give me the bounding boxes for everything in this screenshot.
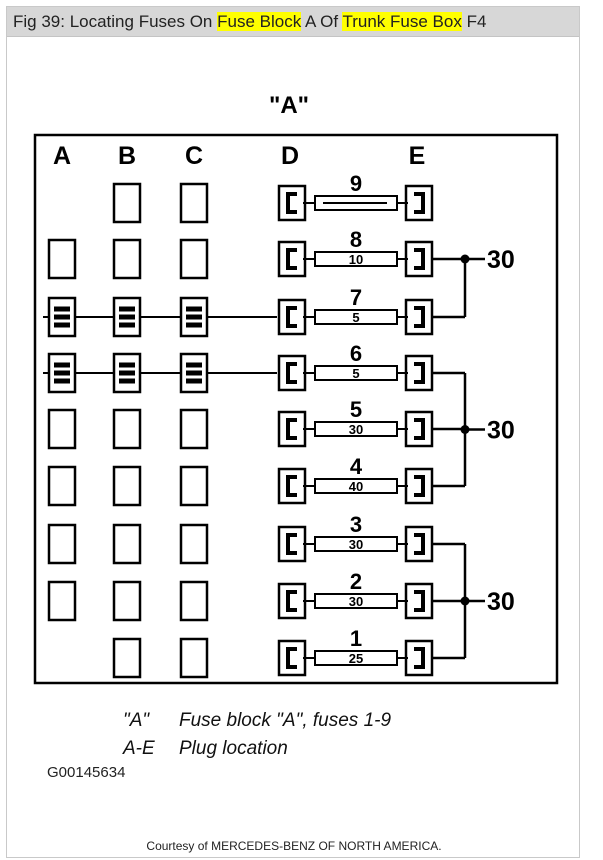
plug-socket-c — [179, 182, 209, 224]
legend: "A" Fuse block "A", fuses 1-9 A-E Plug loc… — [123, 707, 391, 763]
plug-socket-a — [47, 296, 77, 338]
fuse-4: 404 — [277, 454, 434, 505]
column-label-c: C — [185, 142, 203, 170]
fuse-number: 4 — [350, 454, 363, 479]
plug-socket-a — [47, 238, 77, 280]
fuse-rating: 5 — [352, 366, 359, 381]
column-label-b: B — [118, 142, 136, 170]
figure-frame: Fig 39: Locating Fuses On Fuse Block A O… — [6, 6, 580, 858]
fuse-number: 9 — [350, 171, 362, 196]
plug-socket-b — [112, 637, 142, 679]
fuse-2: 302 — [277, 569, 434, 620]
plug-socket-b — [112, 182, 142, 224]
title-middle: A Of — [301, 12, 343, 31]
title-highlight-trunk-fuse-box: Trunk Fuse Box — [342, 12, 462, 31]
plug-socket-a — [47, 523, 77, 565]
plug-socket-b — [112, 352, 142, 394]
fuse-rating: 5 — [352, 310, 359, 325]
plug-socket-c — [179, 580, 209, 622]
plug-socket-c — [179, 352, 209, 394]
fuse-8: 108 — [277, 227, 434, 278]
title-prefix: Fig 39: Locating Fuses On — [13, 12, 218, 31]
fuse-rating: 10 — [349, 252, 363, 267]
column-label-d: D — [281, 142, 299, 170]
fuse-number: 7 — [350, 285, 362, 310]
legend-text: Plug location — [179, 738, 288, 759]
plug-socket-a — [47, 408, 77, 450]
fuse-7: 57 — [277, 285, 434, 336]
legend-key: "A" — [123, 710, 150, 731]
fuse-block-outline — [33, 133, 559, 685]
fuse-3: 303 — [277, 512, 434, 563]
plug-socket-b — [112, 523, 142, 565]
fuse-number: 6 — [350, 341, 362, 366]
plug-socket-a — [47, 465, 77, 507]
column-labels: A B C D E — [53, 142, 425, 170]
legend-row-plug: A-E Plug location — [123, 735, 391, 763]
figure-title: Fig 39: Locating Fuses On Fuse Block A O… — [7, 7, 579, 37]
fuse-number: 2 — [350, 569, 362, 594]
terminal-labels: 30 30 30 — [487, 246, 515, 616]
figure-id: G00145634 — [47, 764, 126, 781]
fuse-rating: 30 — [349, 422, 363, 437]
plug-socket-b — [112, 296, 142, 338]
fuse-number: 3 — [350, 512, 362, 537]
plug-socket-c — [179, 637, 209, 679]
fuse-rating: 30 — [349, 594, 363, 609]
plug-socket-c — [179, 408, 209, 450]
fuse-5: 305 — [277, 397, 434, 448]
plug-socket-b — [112, 238, 142, 280]
plug-socket-b — [112, 408, 142, 450]
fuse-rating: 30 — [349, 537, 363, 552]
fuse-rating: 40 — [349, 479, 363, 494]
plug-socket-c — [179, 523, 209, 565]
plug-socket-a — [47, 580, 77, 622]
fuse-number: 5 — [350, 397, 362, 422]
fuse-1: 251 — [277, 626, 434, 677]
plug-socket-c — [179, 238, 209, 280]
busbar-1 — [432, 254, 485, 319]
fuse-6: 56 — [277, 341, 434, 392]
busbar-2 — [432, 371, 485, 488]
title-suffix: F4 — [461, 12, 487, 31]
bus-lines — [43, 254, 485, 660]
terminal-label-3: 30 — [487, 588, 515, 616]
busbar-3 — [432, 542, 485, 660]
plug-sockets — [47, 182, 209, 679]
fuse-number: 8 — [350, 227, 362, 252]
terminal-label-2: 30 — [487, 417, 515, 445]
fuse-number: 1 — [350, 626, 362, 651]
legend-row-block: "A" Fuse block "A", fuses 1-9 — [123, 707, 391, 735]
plug-socket-a — [47, 352, 77, 394]
block-label: "A" — [269, 92, 309, 119]
fuse-rating: 25 — [349, 651, 363, 666]
plug-socket-b — [112, 580, 142, 622]
legend-text: Fuse block "A", fuses 1-9 — [179, 710, 392, 731]
terminal-label-1: 30 — [487, 246, 515, 274]
column-label-a: A — [53, 142, 71, 170]
fuse-9: 9 — [277, 171, 434, 222]
plug-socket-b — [112, 465, 142, 507]
legend-key: A-E — [123, 738, 155, 759]
courtesy-note: Courtesy of MERCEDES-BENZ OF NORTH AMERI… — [146, 839, 442, 853]
column-label-e: E — [409, 142, 426, 170]
plug-socket-c — [179, 465, 209, 507]
title-highlight-fuse-block: Fuse Block — [217, 12, 302, 31]
plug-socket-c — [179, 296, 209, 338]
